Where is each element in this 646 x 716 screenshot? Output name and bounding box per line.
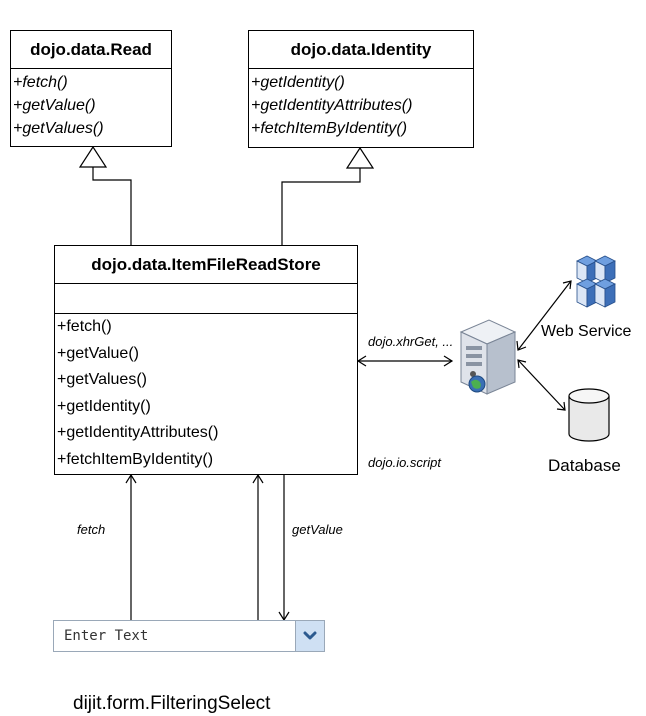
store-method-getvalues: +getValues() bbox=[57, 371, 147, 388]
identity-interface-title: dojo.data.Identity bbox=[249, 31, 473, 69]
server-icon bbox=[459, 319, 517, 395]
identity-method-getidentity: +getIdentity() bbox=[251, 74, 345, 91]
read-interface-title: dojo.data.Read bbox=[11, 31, 171, 69]
identity-method-getidentityattributes: +getIdentityAttributes() bbox=[251, 97, 413, 114]
database-label: Database bbox=[548, 456, 621, 475]
server-cluster-icon bbox=[576, 255, 616, 308]
database-icon bbox=[568, 388, 610, 442]
getvalue-label: getValue bbox=[292, 522, 343, 537]
inheritance-line-read bbox=[92, 167, 132, 245]
store-method-fetch: +fetch() bbox=[57, 318, 112, 335]
store-method-getidentity: +getIdentity() bbox=[57, 397, 151, 415]
database-connection-line bbox=[517, 359, 566, 411]
item-file-read-store-box: dojo.data.ItemFileReadStore +fetch() +ge… bbox=[54, 245, 358, 475]
store-method-getvalue: +getValue() bbox=[57, 344, 139, 362]
inheritance-arrowhead-identity bbox=[345, 146, 375, 169]
read-method-getvalues: +getValues() bbox=[13, 120, 104, 137]
web-service-connection-line bbox=[517, 280, 572, 351]
widget-caption: dijit.form.FilteringSelect bbox=[73, 693, 271, 714]
read-method-getvalue: +getValue() bbox=[13, 97, 96, 114]
inheritance-arrowhead-read bbox=[78, 145, 108, 168]
chevron-down-icon bbox=[303, 631, 317, 640]
filtering-select-dropdown-button[interactable] bbox=[295, 621, 324, 651]
script-label: dojo.io.script bbox=[368, 455, 441, 470]
store-attributes-compartment bbox=[55, 284, 357, 314]
store-method-getidentityattributes: +getIdentityAttributes() bbox=[57, 424, 219, 441]
store-class-title: dojo.data.ItemFileReadStore bbox=[55, 246, 357, 284]
read-method-fetch: +fetch() bbox=[13, 74, 68, 91]
filtering-select-input[interactable]: Enter Text bbox=[64, 628, 149, 644]
web-service-label: Web Service bbox=[541, 323, 632, 340]
xhr-label: dojo.xhrGet, ... bbox=[368, 334, 454, 349]
filtering-select-widget[interactable]: Enter Text bbox=[53, 620, 325, 652]
read-interface-box: dojo.data.Read +fetch() +getValue() +get… bbox=[10, 30, 172, 147]
identity-interface-box: dojo.data.Identity +getIdentity() +getId… bbox=[248, 30, 474, 148]
fetch-label: fetch bbox=[77, 522, 106, 537]
store-method-fetchitembyidentity: +fetchItemByIdentity() bbox=[57, 450, 214, 468]
identity-method-fetchitembyidentity: +fetchItemByIdentity() bbox=[251, 120, 408, 137]
inheritance-line-identity bbox=[281, 168, 361, 245]
